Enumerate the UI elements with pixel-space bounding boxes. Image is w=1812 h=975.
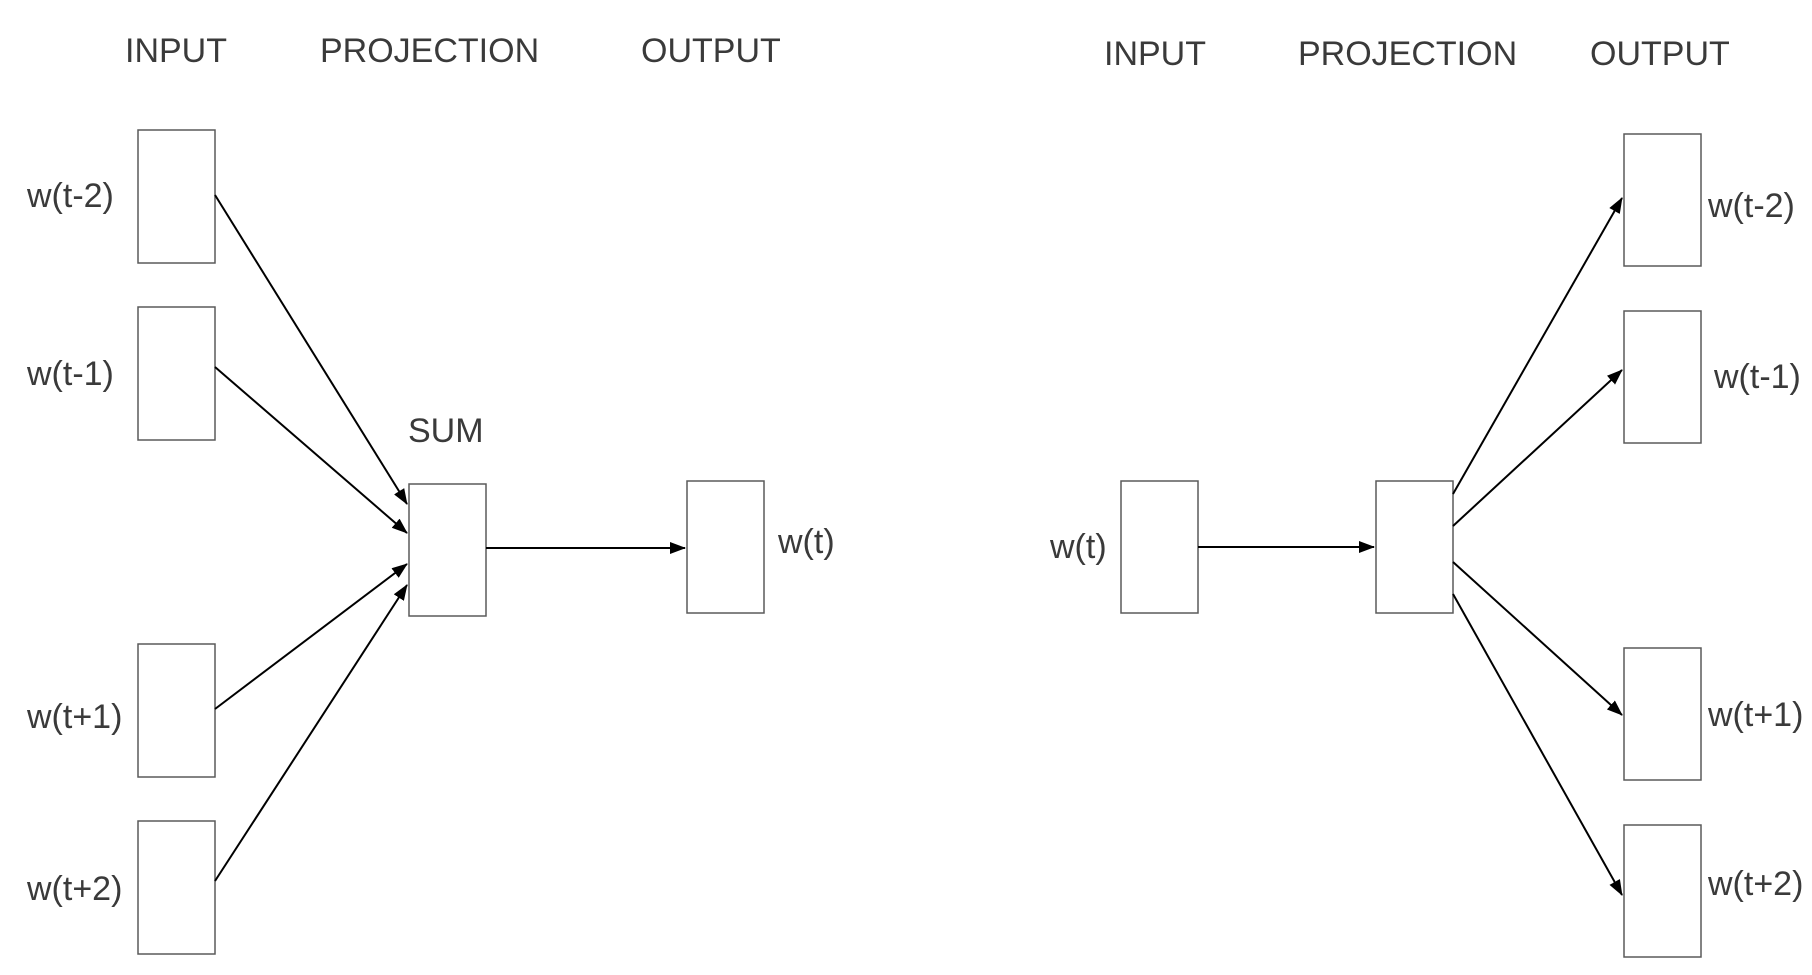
skipgram-input-box bbox=[1120, 480, 1199, 614]
cbow-input-label: w(t-2) bbox=[26, 177, 114, 215]
skipgram-output-box bbox=[1623, 647, 1702, 781]
cbow-input-to-projection-arrow bbox=[214, 584, 408, 882]
skipgram-output-label: w(t+2) bbox=[1707, 865, 1803, 903]
skipgram-output-label: w(t-2) bbox=[1707, 187, 1795, 225]
skipgram-projection-box bbox=[1375, 480, 1454, 614]
skipgram-output-label: w(t-1) bbox=[1713, 358, 1801, 396]
skipgram-projection-to-output-arrow bbox=[1452, 561, 1623, 716]
skipgram-projection-to-output-arrow bbox=[1452, 197, 1623, 495]
cbow-input-to-projection-arrow bbox=[214, 194, 408, 505]
cbow-output-header: OUTPUT bbox=[641, 32, 781, 70]
cbow-projection-header: PROJECTION bbox=[320, 32, 539, 70]
cbow-input-header: INPUT bbox=[125, 32, 227, 70]
skipgram-input-label: w(t) bbox=[1049, 528, 1107, 566]
cbow-input-label: w(t-1) bbox=[26, 355, 114, 393]
skipgram-output-header: OUTPUT bbox=[1590, 35, 1730, 73]
skipgram-output-box bbox=[1623, 824, 1702, 958]
skipgram-model: INPUT PROJECTION OUTPUT w(t) w(t-2) w(t-… bbox=[1049, 35, 1803, 958]
cbow-input-label: w(t+2) bbox=[26, 870, 122, 908]
cbow-output-label: w(t) bbox=[777, 523, 835, 561]
skipgram-projection-header: PROJECTION bbox=[1298, 35, 1517, 73]
cbow-input-to-projection-arrow bbox=[214, 563, 408, 710]
cbow-model: INPUT PROJECTION OUTPUT w(t-2) w(t-1) w(… bbox=[26, 32, 835, 955]
skipgram-output-box bbox=[1623, 133, 1702, 267]
cbow-input-box bbox=[137, 643, 216, 778]
cbow-sum-label: SUM bbox=[408, 412, 484, 450]
cbow-input-box bbox=[137, 306, 216, 441]
skipgram-input-header: INPUT bbox=[1104, 35, 1206, 73]
cbow-input-box bbox=[137, 129, 216, 264]
cbow-input-to-projection-arrow bbox=[214, 366, 408, 534]
cbow-projection-box bbox=[408, 483, 487, 617]
skipgram-output-label: w(t+1) bbox=[1707, 696, 1803, 734]
cbow-input-box bbox=[137, 820, 216, 955]
cbow-output-box bbox=[686, 480, 765, 614]
skipgram-projection-to-output-arrow bbox=[1452, 369, 1623, 527]
skipgram-output-box bbox=[1623, 310, 1702, 444]
skipgram-projection-to-output-arrow bbox=[1452, 593, 1623, 896]
cbow-input-label: w(t+1) bbox=[26, 698, 122, 736]
